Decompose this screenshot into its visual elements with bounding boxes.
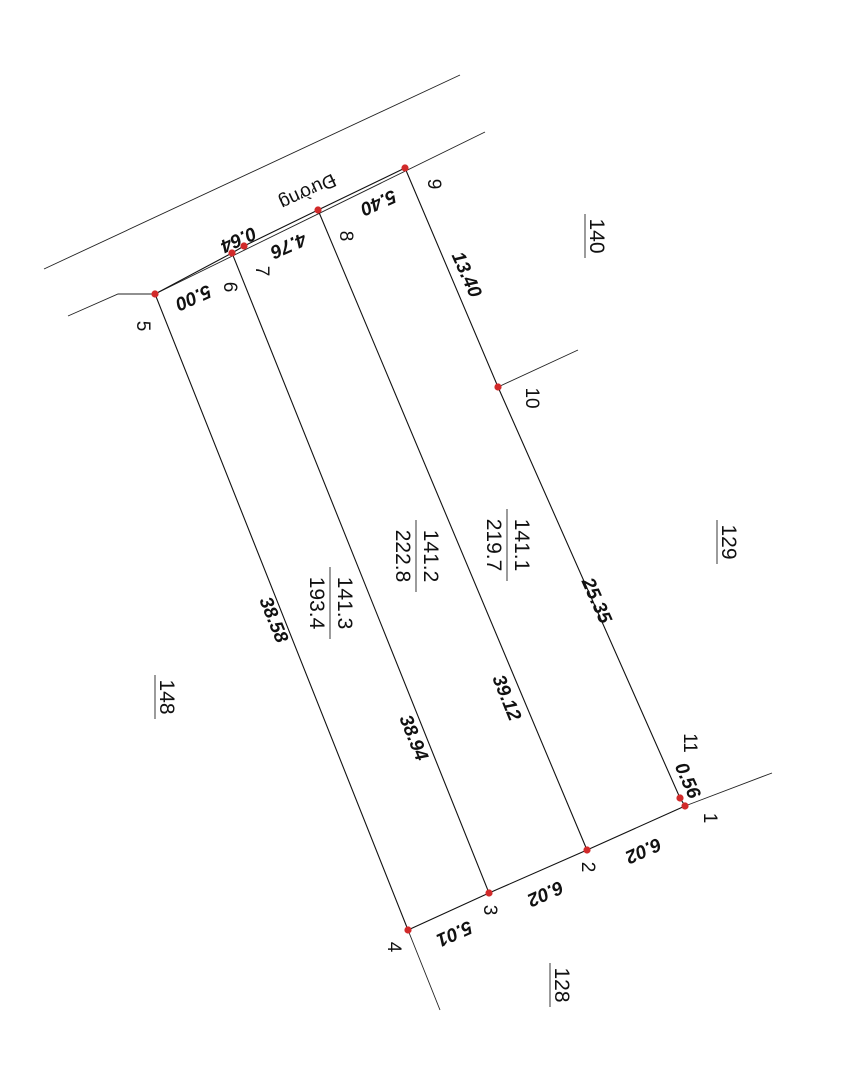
point-label-6: 6 bbox=[219, 282, 240, 293]
road-edge-outer bbox=[43, 74, 461, 270]
dimension-4-5: 38.58 bbox=[254, 594, 291, 646]
neighbor-label-140: 140 bbox=[584, 214, 608, 258]
parcel-label-141-1: 141.1 219.7 bbox=[482, 509, 533, 581]
dimension-7-8: 4.76 bbox=[267, 228, 311, 263]
neighbor-number: 148 bbox=[155, 679, 178, 714]
dimension-9-10: 13.40 bbox=[447, 249, 486, 301]
parcel-number: 141.1 bbox=[510, 519, 533, 572]
dimension-6-7: 0.64 bbox=[217, 222, 260, 256]
point-label-5: 5 bbox=[132, 321, 153, 332]
point-label-10: 10 bbox=[521, 387, 542, 408]
parcel-area: 193.4 bbox=[305, 577, 328, 630]
point-marker-10 bbox=[494, 383, 502, 391]
neighbor-line-1 bbox=[684, 772, 773, 807]
parcel-area: 219.7 bbox=[482, 519, 505, 572]
neighbor-label-128: 128 bbox=[549, 963, 573, 1007]
parcel-area: 222.8 bbox=[391, 530, 414, 583]
point-marker-2 bbox=[583, 846, 591, 854]
dimension-8-9: 5.40 bbox=[357, 185, 400, 219]
parcel-number: 141.3 bbox=[333, 577, 356, 630]
neighbor-number: 140 bbox=[585, 218, 608, 253]
point-label-7: 7 bbox=[251, 266, 272, 277]
neighbor-label-129: 129 bbox=[716, 520, 740, 564]
road-edge-left bbox=[67, 293, 155, 317]
point-marker-11 bbox=[676, 794, 684, 802]
neighbor-label-148: 148 bbox=[154, 675, 178, 719]
point-label-2: 2 bbox=[577, 862, 598, 873]
dimension-5-6: 5.00 bbox=[172, 280, 215, 314]
point-marker-7 bbox=[240, 242, 248, 250]
parcel-number: 141.2 bbox=[419, 530, 442, 583]
point-marker-6 bbox=[228, 249, 236, 257]
division-line-2-8 bbox=[317, 209, 588, 851]
point-marker-4 bbox=[404, 926, 412, 934]
dimension-1-2: 6.02 bbox=[622, 833, 665, 867]
point-label-8: 8 bbox=[335, 231, 356, 242]
dimension-3-4: 5.01 bbox=[433, 916, 475, 950]
neighbor-line-10 bbox=[497, 349, 579, 388]
point-marker-3 bbox=[485, 889, 493, 897]
dimension-11-1: 0.56 bbox=[670, 760, 704, 803]
dimension-2-3: 6.02 bbox=[524, 876, 567, 910]
point-marker-1 bbox=[681, 802, 689, 810]
dimension-10-11: 25.35 bbox=[576, 574, 615, 627]
point-label-1: 1 bbox=[699, 813, 720, 824]
dimension-2-8: 39.12 bbox=[487, 672, 524, 724]
lot-outer-boundary bbox=[154, 167, 686, 931]
parcel-label-141-3: 141.3 193.4 bbox=[305, 567, 356, 639]
point-marker-5 bbox=[151, 290, 159, 298]
point-label-11: 11 bbox=[679, 733, 700, 753]
road-label: Đường bbox=[276, 169, 339, 213]
point-label-4: 4 bbox=[383, 942, 404, 953]
division-line-3-6 bbox=[231, 252, 490, 894]
neighbor-line-4 bbox=[407, 929, 441, 1011]
point-label-3: 3 bbox=[479, 905, 500, 916]
point-label-9: 9 bbox=[423, 179, 444, 190]
point-marker-9 bbox=[401, 164, 409, 172]
road-edge-inner bbox=[154, 131, 486, 295]
parcel-label-141-2: 141.2 222.8 bbox=[391, 520, 442, 592]
neighbor-number: 128 bbox=[550, 967, 573, 1002]
point-marker-8 bbox=[314, 206, 322, 214]
neighbor-number: 129 bbox=[717, 524, 740, 559]
